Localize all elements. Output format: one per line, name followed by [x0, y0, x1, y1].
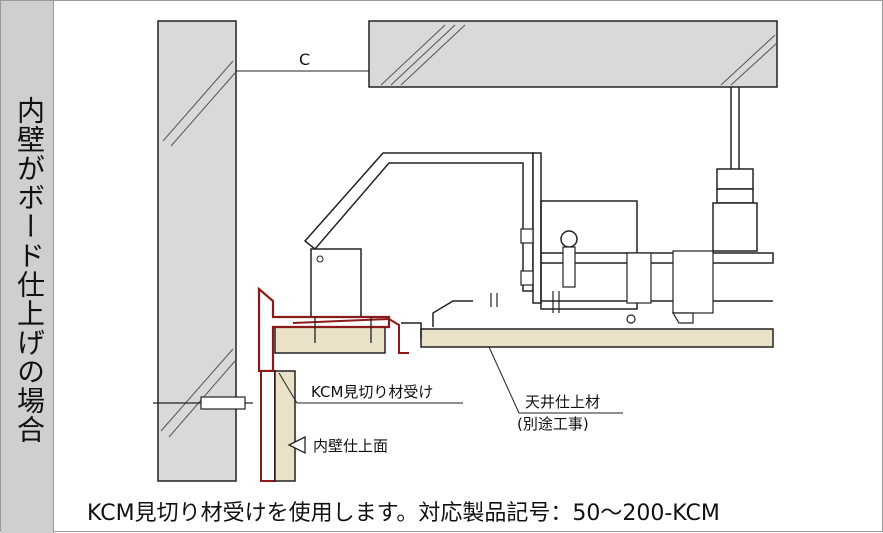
ceiling-channels [540, 200, 774, 324]
caption: KCM見切り材受けを使用します。対応製品記号：50〜200-KCM [87, 501, 720, 526]
dimension-c [235, 63, 370, 79]
hanger-bolt [712, 87, 758, 252]
side-title-band: 内壁がボード仕上げの場合 [1, 1, 54, 533]
concrete-slab [368, 20, 778, 88]
ceiling-finish-note: (別途工事) [517, 415, 589, 433]
inner-wall-finish-surface-label: 内壁仕上面 [313, 437, 388, 455]
concrete-wall [157, 20, 237, 482]
support-bracket [303, 152, 542, 318]
inner-wall-board [153, 370, 296, 482]
leader-lines [278, 346, 623, 455]
ceiling-joint-section-diagram: C [153, 20, 778, 482]
side-title: 内壁がボード仕上げの場合 [13, 96, 46, 444]
dimension-c-label: C [299, 50, 310, 69]
kcm-receiver-label: KCM見切り材受け [311, 383, 433, 401]
kcm-receiver [257, 286, 560, 373]
ceiling-finish-board [420, 328, 774, 348]
ceiling-finish-label: 天井仕上材 [525, 393, 600, 411]
